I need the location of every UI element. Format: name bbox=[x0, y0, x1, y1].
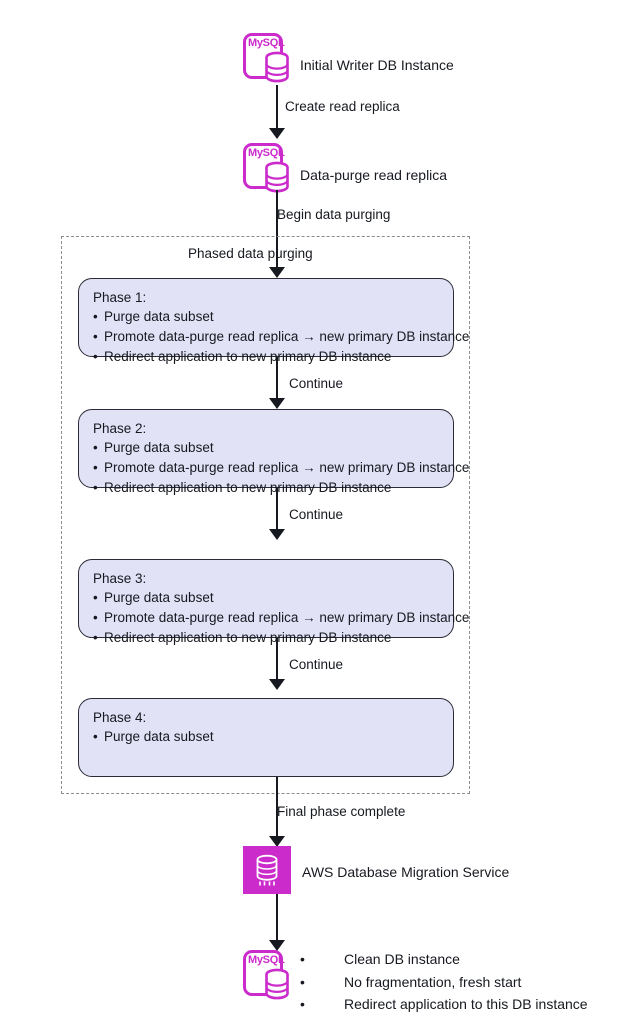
mysql-db-icon-final: MySQL bbox=[243, 950, 293, 1002]
edge-label-begin-data-purging: Begin data purging bbox=[277, 207, 391, 222]
connector-phase4-to-dms bbox=[276, 777, 278, 845]
arrowhead-replica-to-phase1 bbox=[269, 267, 285, 278]
phase-item: Purge data subset bbox=[93, 438, 453, 458]
edge-label-final-phase-complete: Final phase complete bbox=[277, 804, 406, 819]
database-cylinder-icon bbox=[264, 51, 290, 83]
phase-items-2: Purge data subset Promote data-purge rea… bbox=[93, 438, 469, 498]
phase-item: Redirect application to new primary DB i… bbox=[93, 478, 453, 498]
mysql-icon-label: MySQL bbox=[248, 147, 285, 159]
phase-item: Promote data-purge read replica → new pr… bbox=[93, 458, 469, 478]
mysql-icon-label: MySQL bbox=[248, 37, 285, 49]
phase-title-3: Phase 3: bbox=[93, 571, 147, 586]
phase-item: Redirect application to new primary DB i… bbox=[93, 347, 453, 367]
arrowhead-phase4-to-dms bbox=[269, 836, 285, 847]
phase-title-4: Phase 4: bbox=[93, 710, 147, 725]
phase-title-1: Phase 1: bbox=[93, 290, 147, 305]
arrowhead-phase1-to-phase2 bbox=[269, 398, 285, 409]
node-label-initial-writer: Initial Writer DB Instance bbox=[300, 57, 454, 73]
group-title-phased-data-purging: Phased data purging bbox=[188, 246, 313, 261]
phase-item: Purge data subset bbox=[93, 727, 453, 747]
mysql-db-icon-data-purge-replica: MySQL bbox=[243, 143, 293, 195]
node-label-data-purge-replica: Data-purge read replica bbox=[300, 167, 448, 183]
edge-label-continue-1: Continue bbox=[289, 376, 344, 391]
phased-data-purging-container bbox=[61, 236, 470, 794]
edge-label-continue-2: Continue bbox=[289, 507, 344, 522]
phase-item: Purge data subset bbox=[93, 588, 453, 608]
edge-label-create-read-replica: Create read replica bbox=[285, 99, 400, 114]
mysql-icon-label: MySQL bbox=[248, 954, 285, 966]
arrowhead-phase3-to-phase4 bbox=[269, 679, 285, 690]
final-db-bullet: Clean DB instance bbox=[300, 948, 588, 971]
phase-title-2: Phase 2: bbox=[93, 421, 147, 436]
connector-phase2-to-phase3 bbox=[276, 488, 278, 536]
edge-label-continue-3: Continue bbox=[289, 657, 344, 672]
database-cylinder-icon bbox=[264, 968, 290, 1000]
node-label-aws-dms: AWS Database Migration Service bbox=[302, 864, 510, 880]
final-db-bullet: No fragmentation, fresh start bbox=[300, 971, 588, 994]
final-db-bullet: Redirect application to this DB instance bbox=[300, 993, 588, 1016]
phase-box-1: Phase 1: Purge data subset Promote data-… bbox=[78, 278, 469, 366]
arrowhead-dms-to-final-db bbox=[269, 940, 285, 951]
connector-replica-to-phase1 bbox=[276, 190, 278, 275]
database-cylinder-icon bbox=[264, 161, 290, 193]
arrowhead-initial-to-replica bbox=[269, 128, 285, 139]
phase-item: Redirect application to new primary DB i… bbox=[93, 628, 453, 648]
mysql-db-icon-initial-writer: MySQL bbox=[243, 33, 293, 85]
aws-dms-icon bbox=[243, 846, 291, 894]
connector-phase1-to-phase2 bbox=[276, 357, 278, 405]
phase-items-4: Purge data subset bbox=[93, 727, 453, 747]
phase-box-3: Phase 3: Purge data subset Promote data-… bbox=[78, 559, 469, 647]
phase-box-4: Phase 4: Purge data subset bbox=[78, 698, 454, 777]
connector-initial-to-replica bbox=[276, 85, 278, 134]
phase-items-1: Purge data subset Promote data-purge rea… bbox=[93, 307, 469, 367]
phase-item: Promote data-purge read replica → new pr… bbox=[93, 327, 469, 347]
phase-items-3: Purge data subset Promote data-purge rea… bbox=[93, 588, 469, 648]
connector-dms-to-final-db bbox=[276, 894, 278, 947]
phase-box-2: Phase 2: Purge data subset Promote data-… bbox=[78, 409, 469, 497]
final-db-bullet-list: Clean DB instance No fragmentation, fres… bbox=[300, 948, 588, 1016]
phase-item: Promote data-purge read replica → new pr… bbox=[93, 608, 469, 628]
arrowhead-phase2-to-phase3 bbox=[269, 529, 285, 540]
phase-item: Purge data subset bbox=[93, 307, 453, 327]
connector-phase3-to-phase4 bbox=[276, 638, 278, 686]
